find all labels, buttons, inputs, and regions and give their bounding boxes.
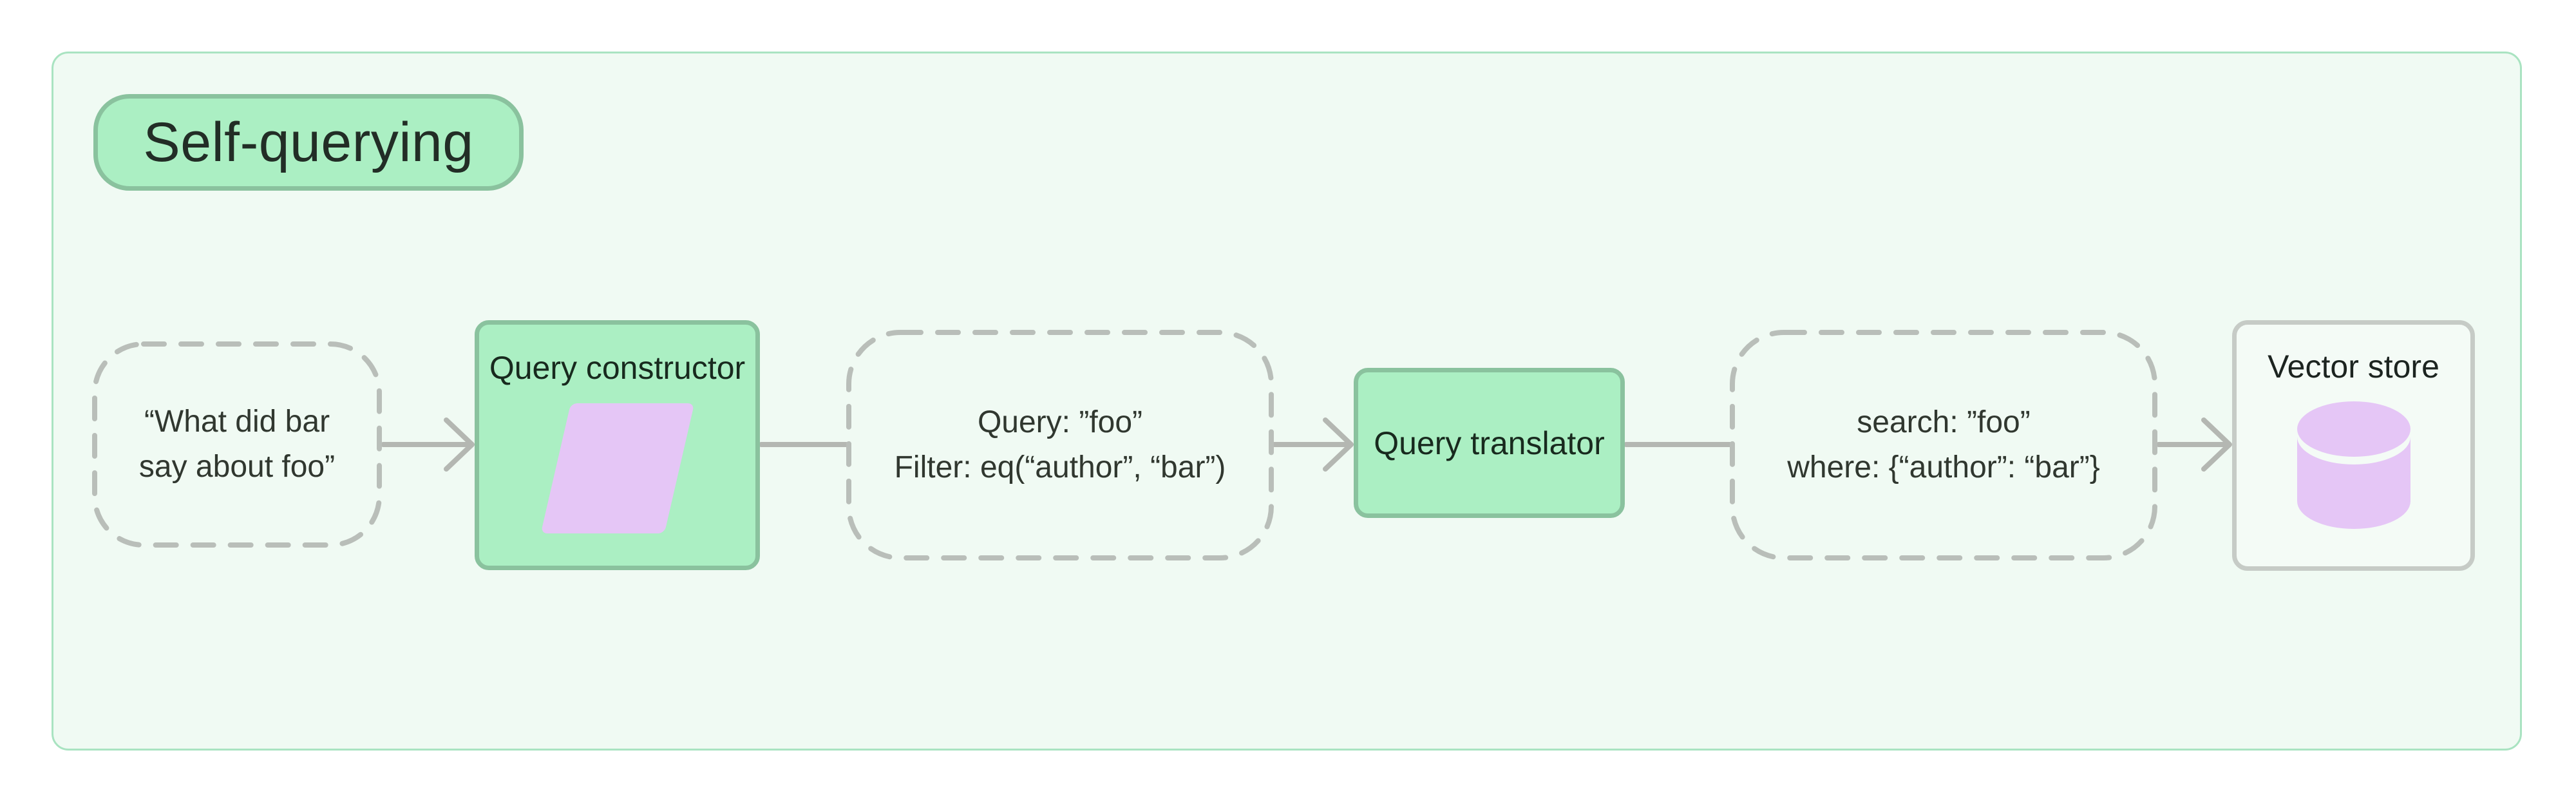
arrowhead-icon — [1323, 417, 1354, 472]
node-constructed-query: Query: ”foo” Filter: eq(“author”, “bar”) — [846, 330, 1274, 560]
constructed-query-line-2: Filter: eq(“author”, “bar”) — [894, 450, 1226, 484]
query-constructor-label: Query constructor — [489, 350, 746, 386]
database-body — [2297, 437, 2410, 529]
dashed-rounded-border — [92, 341, 382, 548]
dashed-rect — [1730, 330, 2157, 560]
edge-translated-query-to-vector-store — [2157, 417, 2232, 472]
node-user-query: “What did bar say about foo” — [92, 341, 382, 548]
dashed-rect — [92, 341, 382, 548]
dashed-rounded-border — [1730, 330, 2157, 560]
node-query-translator: Query translator — [1354, 368, 1625, 518]
arrowhead-icon — [2201, 417, 2232, 472]
node-vector-store: Vector store — [2232, 320, 2475, 571]
node-query-constructor: Query constructor — [475, 320, 760, 570]
parallelogram-icon — [540, 403, 694, 533]
query-translator-label: Query translator — [1374, 425, 1605, 461]
translated-query-line-2: where: {“author”: “bar”} — [1787, 450, 2100, 484]
dashed-rect — [846, 330, 1274, 560]
node-translated-query: search: ”foo” where: {“author”: “bar”} — [1730, 330, 2157, 560]
vector-store-label: Vector store — [2268, 349, 2439, 385]
user-query-line-1: “What did bar — [144, 405, 330, 439]
constructed-query-line-1: Query: ”foo” — [977, 405, 1143, 439]
database-icon — [2297, 401, 2410, 529]
title-badge: Self-querying — [93, 94, 524, 191]
translated-query-line-1: search: ”foo” — [1857, 405, 2031, 439]
arrowhead-icon — [444, 417, 475, 472]
database-lid — [2297, 401, 2410, 457]
edge-query-constructor-to-constructed-query — [760, 442, 849, 447]
title-badge-label: Self-querying — [143, 111, 474, 173]
dashed-rounded-border — [846, 330, 1274, 560]
edge-constructed-query-to-query-translator — [1273, 417, 1354, 472]
edge-user-query-to-query-constructor — [382, 417, 475, 472]
edge-query-translator-to-translated-query — [1625, 442, 1732, 447]
user-query-line-2: say about foo” — [138, 450, 336, 484]
